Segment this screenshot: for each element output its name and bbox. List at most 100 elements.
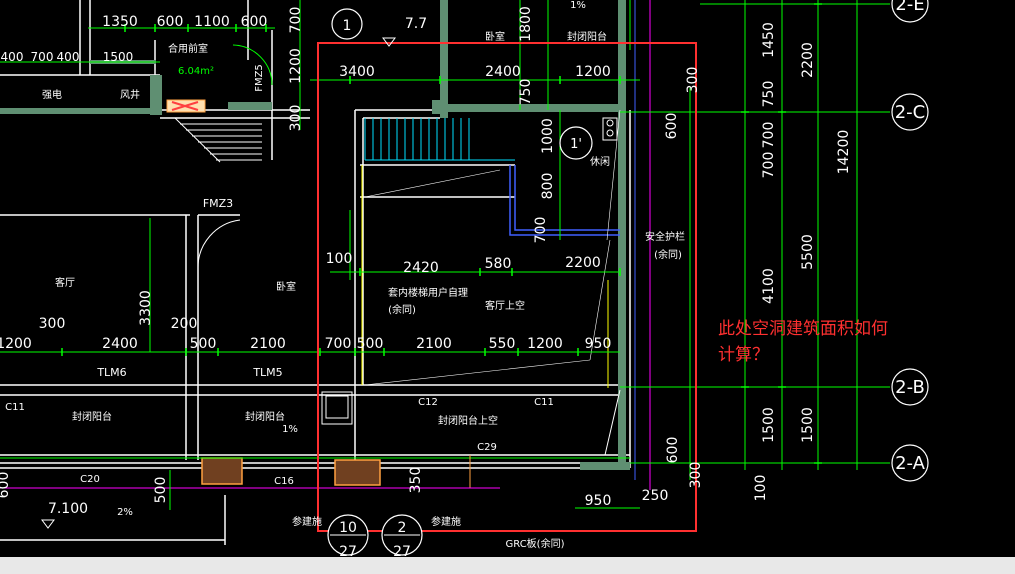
door-label: FMZ5 [254, 64, 265, 92]
room-label: 封闭阳台 [72, 410, 112, 423]
axis-label-1prime: 1' [570, 137, 582, 152]
dim-text: 700 [761, 122, 777, 149]
axis-bubble-1prime [559, 126, 593, 160]
dim-text: 600 [664, 113, 680, 140]
dim-text: 14200 [836, 130, 852, 175]
dim-text: 500 [153, 477, 169, 504]
question-annotation: 此处空洞建筑面积如何 计算？ [718, 319, 888, 365]
dim-text: 750 [518, 79, 534, 106]
dim-text: 1500 [103, 50, 134, 64]
axis-label-2e: 2-E [895, 0, 924, 15]
axis-bubble-2b [891, 368, 929, 406]
axis-label-2b: 2-B [895, 377, 925, 398]
area-label: 6.04m² [178, 66, 214, 77]
dim-text: 2100 [416, 336, 452, 352]
dimension-texts: 1350 600 1100 600 7.7 400 700 400 1500 3… [0, 14, 668, 509]
window-label: C16 [274, 476, 294, 487]
dim-text: 1100 [194, 14, 230, 30]
dim-text: 400 [57, 50, 80, 64]
dim-text: 700 [288, 7, 304, 34]
dim-text: 300 [685, 67, 701, 94]
dim-text: 800 [540, 173, 556, 200]
axis-bubble-2e [891, 0, 929, 23]
level-triangle [41, 519, 55, 529]
dim-text: 3400 [339, 64, 375, 80]
slope-label: 1% [570, 0, 586, 11]
status-bar [0, 557, 1015, 574]
dim-text: 5500 [800, 234, 816, 270]
dim-text: 300 [288, 105, 304, 132]
axis-bubbles [327, 0, 929, 556]
left-stair [174, 117, 270, 163]
slope-label: 1% [282, 424, 298, 435]
room-label: (余同) [654, 248, 682, 261]
dim-text: 400 [1, 50, 24, 64]
dim-text: 950 [585, 336, 612, 352]
window-label: C11 [534, 397, 554, 408]
dim-text: 300 [39, 316, 66, 332]
axis-label-2c: 2-C [895, 102, 926, 123]
annotation-line-2: 计算？ [718, 345, 769, 365]
dim-text: 600 [0, 472, 12, 499]
axis-bubble-2c [891, 93, 929, 131]
dim-text: 1500 [800, 407, 816, 443]
dim-text: 4100 [761, 268, 777, 304]
reference-label: 参建施 [431, 515, 461, 528]
dim-text: 100 [326, 251, 353, 267]
dim-text: 1200 [527, 336, 563, 352]
dim-text: 300 [688, 462, 704, 489]
reference-label: GRC板(余同) [506, 537, 565, 550]
dim-text: 700 [31, 50, 54, 64]
room-label: 卧室 [276, 280, 296, 293]
dim-text: 250 [642, 488, 669, 504]
room-label: 强电 [42, 88, 62, 101]
window-label: C20 [80, 474, 100, 485]
dim-text: 1800 [518, 6, 534, 42]
window-label: C11 [5, 402, 25, 413]
highlight-box [317, 42, 697, 532]
dim-text: 3300 [138, 290, 154, 326]
window-label: TLM6 [96, 366, 126, 379]
dim-text: 1200 [575, 64, 611, 80]
room-labels: 卧室 封闭阳台 合用前室 6.04m² FMZ5 强电 风井 FMZ3 客厅 卧… [5, 0, 685, 550]
level-label: 7.100 [48, 501, 88, 517]
dim-text: 2200 [565, 255, 601, 271]
dimension-ticks [61, 3, 822, 464]
dim-text: 580 [485, 256, 512, 272]
room-label: 客厅上空 [485, 299, 525, 312]
dim-text: 2400 [102, 336, 138, 352]
dim-text: 1200 [0, 336, 32, 352]
axis-bubble-1 [331, 8, 363, 40]
dim-text: 1450 [761, 22, 777, 58]
room-label: 封闭阳台 [567, 30, 607, 43]
vertical-dimension-texts: 700 1200 300 1800 750 1000 800 700 600 3… [0, 6, 852, 503]
detail-lines [0, 44, 630, 489]
dim-text: 600 [665, 437, 681, 464]
dim-text: 700 [533, 217, 549, 244]
axis-label-10-sub: 27 [339, 544, 357, 560]
window-label: C29 [477, 442, 497, 453]
axis-label-1: 1 [343, 18, 352, 34]
room-label: 休闲 [590, 155, 610, 168]
annotation-line-1: 此处空洞建筑面积如何 [718, 319, 888, 339]
dim-text: 700 [325, 336, 352, 352]
dim-text: 2420 [403, 260, 439, 276]
dim-text: 2100 [250, 336, 286, 352]
axis-label-2: 2 [398, 520, 407, 536]
dim-text: 600 [157, 14, 184, 30]
dimension-lines [0, 27, 640, 510]
dim-text: 350 [408, 467, 424, 494]
slope-label: 2% [117, 507, 133, 518]
dim-text: 500 [190, 336, 217, 352]
room-label: 客厅 [55, 276, 75, 289]
room-label: 封闭阳台上空 [438, 414, 498, 427]
dim-text: 100 [753, 475, 769, 502]
room-label: 卧室 [485, 30, 505, 43]
dim-text: 950 [585, 493, 612, 509]
axis-label-2a: 2-A [895, 453, 926, 474]
dim-text: 1500 [761, 407, 777, 443]
dim-text: 200 [171, 316, 198, 332]
dim-text: 750 [761, 81, 777, 108]
room-label: 套内楼梯用户自理 [388, 286, 468, 299]
